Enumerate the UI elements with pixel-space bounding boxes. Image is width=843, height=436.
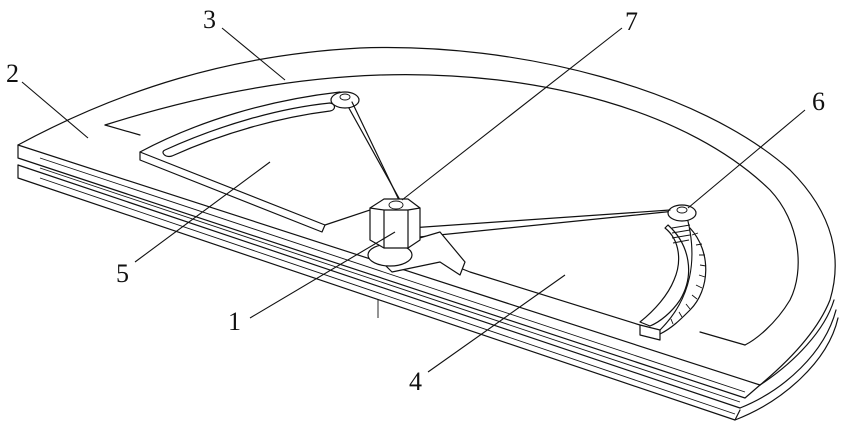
callout-4: 4 (409, 367, 422, 396)
base-plate-outer-arc (18, 47, 835, 385)
leader-3 (222, 28, 285, 80)
leader-2 (22, 82, 88, 138)
inner-arc-end-right (700, 332, 745, 345)
callout-2: 2 (6, 59, 19, 88)
callout-1: 1 (228, 307, 241, 336)
base-plate (18, 47, 838, 420)
leader-lines (22, 28, 805, 372)
callout-5: 5 (116, 259, 129, 288)
callout-7: 7 (625, 7, 638, 36)
hex-nut (370, 199, 420, 248)
callout-3: 3 (203, 5, 216, 34)
callout-6: 6 (812, 87, 825, 116)
leader-6 (688, 110, 805, 208)
callout-labels: 1 2 3 4 5 6 7 (6, 5, 825, 396)
inner-arc-end-left (105, 125, 140, 135)
left-plate-body (140, 92, 400, 225)
leader-7 (402, 28, 622, 200)
